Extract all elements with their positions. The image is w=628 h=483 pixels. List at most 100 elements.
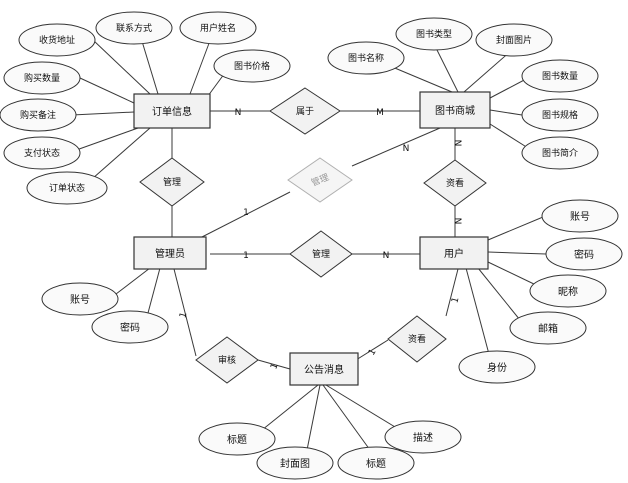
attr-user-role: 身份: [458, 350, 536, 384]
entity-admin-label: 管理员: [155, 247, 185, 260]
card-admin-user-1: 1: [243, 251, 249, 261]
card-notice-view: 1: [367, 348, 379, 358]
attr-book-cover-label: 封面图片: [496, 34, 532, 46]
line-order-pay: [67, 127, 139, 154]
attr-order-address: 收货地址: [18, 23, 96, 57]
attr-notice-description: 描述: [384, 420, 462, 454]
line-audit-notice: [257, 359, 291, 370]
attr-book-name-label: 图书名称: [348, 52, 384, 64]
attr-order-remark: 购买备注: [0, 98, 77, 132]
card-admin-audit: 1: [178, 311, 189, 319]
line-user-email: [477, 267, 521, 321]
attr-user-password-label: 密码: [574, 248, 594, 261]
attr-user-nickname-label: 昵称: [558, 285, 578, 298]
attr-user-password: 密码: [545, 237, 623, 271]
entity-book-mall: 图书商城: [419, 91, 491, 129]
attributes-order: 收货地址 联系方式 用户姓名 图书价格 购买数量 购买备注 支付状态 订单状态: [0, 11, 291, 205]
rel-view: 资看: [387, 315, 447, 363]
line-book-spec: [489, 109, 523, 116]
card-book-ordered: N: [452, 140, 462, 147]
rel-manage-order: 管理: [139, 157, 205, 207]
attr-order-price: 图书价格: [213, 49, 291, 83]
attr-order-username-label: 用户姓名: [200, 22, 236, 34]
card-user-ordered: N: [452, 218, 462, 225]
attr-notice-title-label: 标题: [227, 434, 247, 446]
attr-book-name: 图书名称: [327, 41, 405, 75]
attr-book-spec-label: 图书规格: [542, 109, 578, 121]
line-user-role: [465, 267, 491, 359]
card-belongs-book: M: [376, 108, 384, 118]
attr-admin-account-label: 账号: [70, 294, 90, 306]
attr-order-contact-label: 联系方式: [116, 22, 152, 34]
entity-user: 用户: [419, 236, 489, 270]
rel-manage-order-label: 管理: [163, 176, 181, 188]
attr-user-role-label: 身份: [487, 361, 507, 374]
card-admin-manage: 1: [243, 208, 249, 218]
attr-book-intro-label: 图书简介: [542, 147, 578, 159]
card-admin-user-n: N: [383, 251, 390, 261]
rel-audit: 审核: [195, 336, 259, 384]
line-order-addr: [92, 39, 151, 95]
rel-audit-label: 审核: [218, 354, 236, 366]
cardinality-labels: N M N 1 1 N N N 1 1 1 1: [178, 108, 462, 371]
attr-book-quantity-label: 图书数量: [542, 70, 578, 82]
rel-manage-user: 管理: [289, 230, 353, 278]
attributes-notice: 标题 封面图 标题 描述: [198, 420, 462, 480]
attr-order-remark-label: 购买备注: [20, 109, 56, 121]
line-book-cover: [463, 49, 513, 93]
card-book-manage: N: [403, 144, 410, 154]
attr-notice-title: 标题: [198, 422, 276, 456]
attr-order-pay-status: 支付状态: [3, 136, 81, 170]
entity-notice-label: 公告消息: [304, 363, 344, 376]
rel-ordered-label: 资看: [446, 177, 464, 189]
attr-order-quantity: 购买数量: [3, 61, 81, 95]
attr-book-type: 图书类型: [395, 17, 473, 51]
rel-belongs-label: 属于: [296, 106, 314, 117]
attr-order-status-label: 订单状态: [49, 182, 85, 194]
attr-order-contact: 联系方式: [95, 11, 173, 45]
attr-order-username: 用户姓名: [179, 11, 257, 45]
attr-notice-cover-label: 封面图: [280, 457, 310, 470]
line-notice-title1: [261, 384, 319, 431]
attr-user-email-label: 邮箱: [538, 322, 558, 335]
line-admin-audit: [173, 268, 197, 357]
card-order-belongs: N: [235, 108, 242, 118]
attr-notice-cover: 封面图: [256, 446, 334, 480]
attributes-user: 账号 密码 昵称 邮箱 身份: [458, 199, 623, 384]
line-order-qty: [79, 77, 135, 104]
entity-order: 订单信息: [133, 93, 211, 129]
connector-lines: [67, 27, 547, 451]
attr-user-account-label: 账号: [570, 211, 590, 223]
line-book-qty: [489, 77, 529, 99]
attr-book-intro: 图书简介: [521, 136, 599, 170]
attr-user-nickname: 昵称: [529, 274, 607, 308]
line-user-password: [487, 251, 547, 255]
line-book-intro: [489, 123, 529, 149]
attr-order-status: 订单状态: [26, 171, 108, 205]
attr-order-pay-status-label: 支付状态: [24, 147, 60, 159]
rel-view-label: 资看: [408, 333, 426, 345]
attr-order-address-label: 收货地址: [39, 34, 75, 46]
line-notice-title2: [322, 384, 371, 451]
rel-ordered: 资看: [423, 159, 487, 207]
rel-manage-user-label: 管理: [312, 248, 330, 260]
card-audit-notice: 1: [269, 362, 280, 371]
attr-order-quantity-label: 购买数量: [24, 72, 60, 84]
attr-book-quantity: 图书数量: [521, 59, 599, 93]
attributes-book-mall: 图书类型 封面图片 图书名称 图书数量 图书规格 图书简介: [327, 17, 599, 170]
line-user-account: [487, 216, 544, 241]
line-book-name: [389, 65, 453, 93]
attr-admin-password-label: 密码: [120, 321, 140, 334]
card-user-view: 1: [450, 296, 461, 304]
rel-manage-book: 管理: [287, 157, 353, 203]
attr-book-spec: 图书规格: [521, 98, 599, 132]
entity-user-label: 用户: [444, 247, 464, 260]
attr-order-price-label: 图书价格: [234, 60, 270, 72]
line-user-nick: [487, 261, 537, 286]
rel-belongs: 属于: [269, 87, 341, 135]
line-view-user: [445, 268, 459, 317]
entity-admin: 管理员: [133, 236, 207, 270]
line-admin-password: [147, 267, 161, 314]
line-manage2-book: [351, 127, 441, 167]
